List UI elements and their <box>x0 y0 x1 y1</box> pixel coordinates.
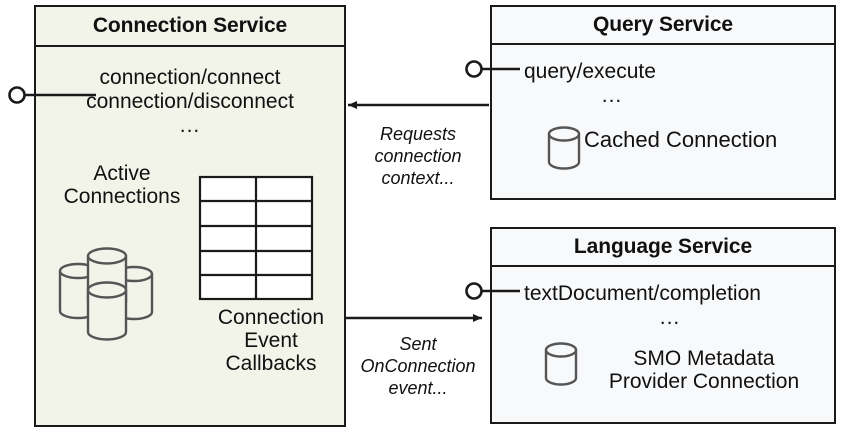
edge-label-line-2: connection <box>374 145 462 166</box>
callbacks-label-line-1: Connection <box>217 306 325 329</box>
component-query-service[interactable]: Query Service query/execute ... Cached C… <box>490 5 836 200</box>
query-service-operations: query/execute ... <box>492 60 834 108</box>
component-language-service[interactable]: Language Service textDocument/completion… <box>490 227 836 424</box>
lollipop-interface-icon-language-service[interactable] <box>465 282 521 300</box>
active-connections-label-line-2: Connections <box>63 185 181 209</box>
smo-metadata-provider-connection-label: SMO Metadata Provider Connection <box>584 347 824 393</box>
query-service-operations-ellipsis: ... <box>601 83 623 107</box>
edge-label-line-3: context... <box>381 167 455 188</box>
connection-service-operations-ellipsis: ... <box>179 113 201 137</box>
connection-event-callbacks-label: Connection Event Callbacks <box>191 306 351 375</box>
language-service-operations: textDocument/completion ... <box>492 282 834 330</box>
language-service-body: textDocument/completion ... SMO Metadata… <box>492 267 834 422</box>
query-service-title: Query Service <box>492 7 834 45</box>
operation-connection-connect[interactable]: connection/connect <box>99 66 281 89</box>
cached-connection-label: Cached Connection <box>584 127 778 152</box>
lollipop-interface-icon-connection-service[interactable] <box>8 86 97 104</box>
edge-label-line-3: event... <box>388 377 448 398</box>
operation-textdocument-completion[interactable]: textDocument/completion <box>524 282 761 305</box>
edge-label-sent-onconnection-event: Sent OnConnection event... <box>345 334 491 400</box>
operation-query-execute[interactable]: query/execute <box>524 60 656 83</box>
lollipop-interface-icon-query-service[interactable] <box>465 60 521 78</box>
query-service-body: query/execute ... Cached Connection <box>492 45 834 198</box>
smo-label-line-2: Provider Connection <box>608 370 800 394</box>
active-connections-label: Active Connections <box>42 162 202 208</box>
callbacks-label-line-3: Callbacks <box>225 352 317 376</box>
language-service-operations-ellipsis: ... <box>659 305 681 329</box>
edge-label-line-1: Sent <box>399 334 437 354</box>
connection-service-body: connection/connect connection/disconnect… <box>36 47 344 425</box>
active-connections-label-line-1: Active <box>93 162 151 185</box>
connection-service-title: Connection Service <box>36 7 344 47</box>
callbacks-label-line-2: Event <box>244 329 298 353</box>
edge-label-line-1: Requests <box>379 124 457 144</box>
edge-label-requests-connection-context: Requests connection context... <box>345 124 491 190</box>
language-service-title: Language Service <box>492 229 834 267</box>
edge-label-line-2: OnConnection <box>360 355 476 376</box>
operation-connection-disconnect[interactable]: connection/disconnect <box>86 89 294 113</box>
connection-service-operations: connection/connect connection/disconnect… <box>36 66 344 138</box>
smo-label-line-1: SMO Metadata <box>633 347 775 370</box>
component-connection-service[interactable]: Connection Service connection/connect co… <box>34 5 346 427</box>
